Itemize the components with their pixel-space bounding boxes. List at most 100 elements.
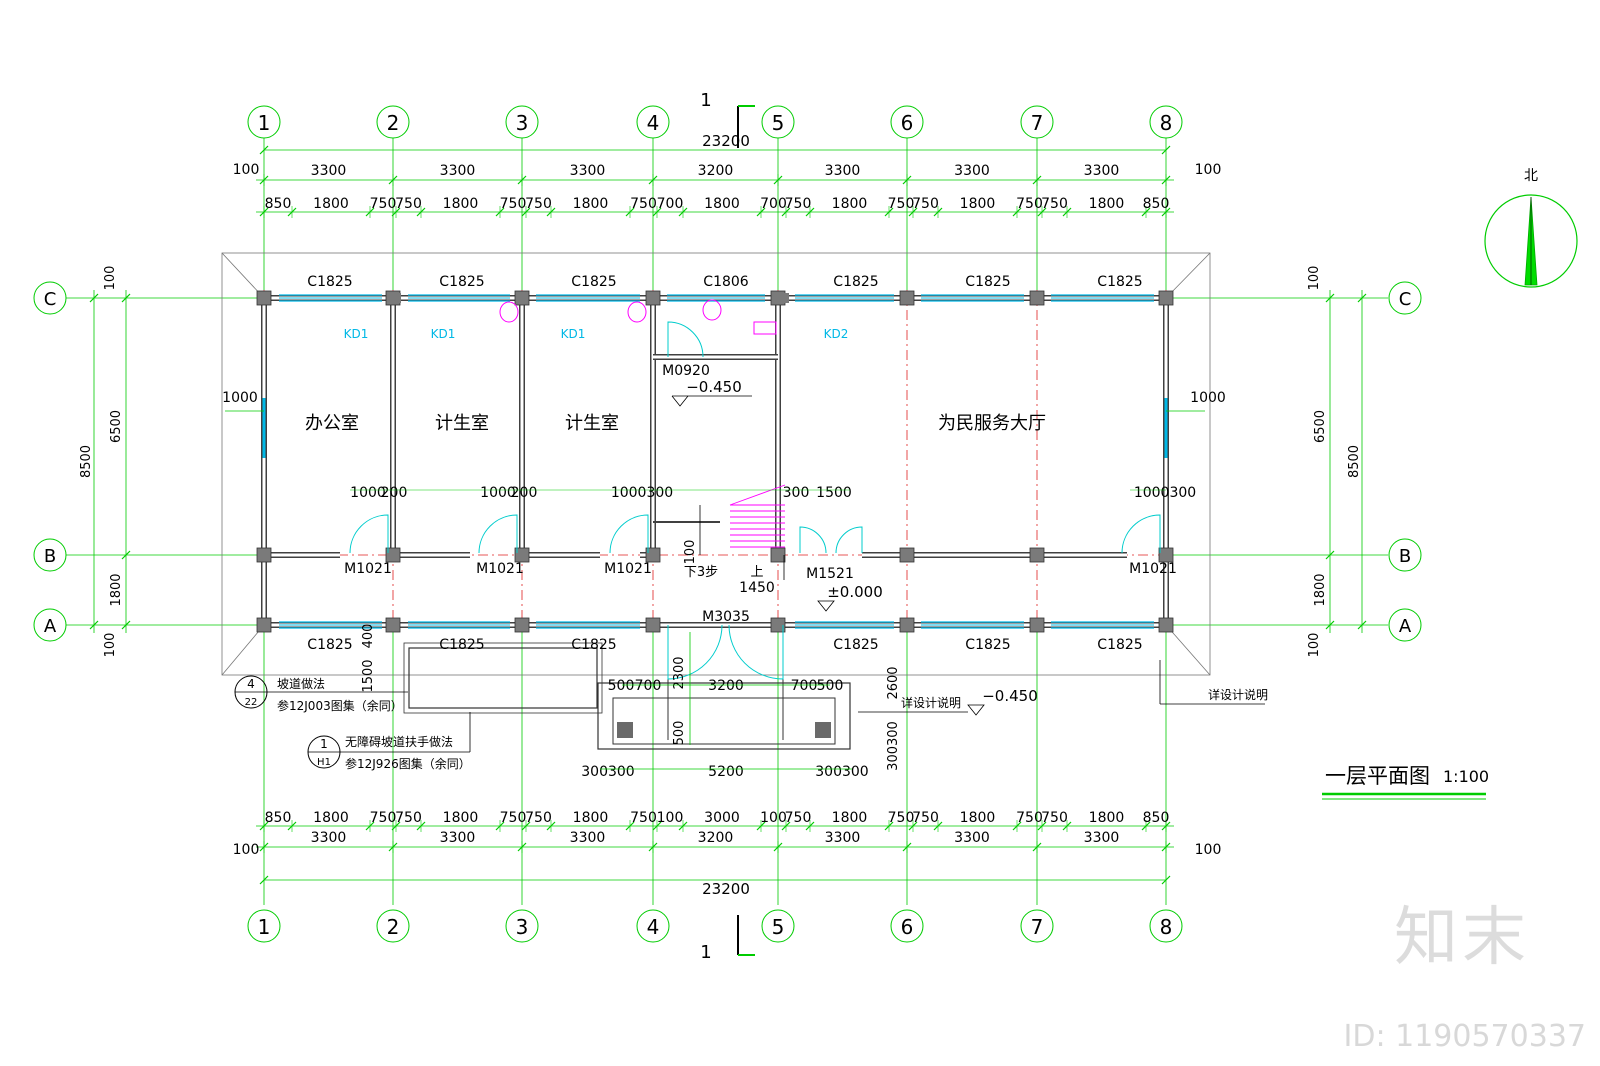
misc-dim-2: 3200 xyxy=(708,678,744,694)
column xyxy=(514,547,530,563)
column xyxy=(514,290,530,306)
window-label-bottom-1: C1825 xyxy=(307,637,352,653)
grid-bubble-text-3-top: 3 xyxy=(516,111,529,135)
grid-bubble-row xyxy=(1388,538,1422,572)
grid-bubble-text-8-bottom: 8 xyxy=(1160,915,1173,939)
sub-dim-bottom-text: 750 xyxy=(888,810,915,826)
right-bay-dim-text: 6500 xyxy=(1313,410,1328,443)
window-label-bottom-4: C1825 xyxy=(833,637,878,653)
misc-dim-4: 500 xyxy=(817,678,844,694)
door-m3035-b xyxy=(728,624,784,680)
grid-bubble-col xyxy=(1149,909,1183,943)
door-m1521-a xyxy=(799,526,827,554)
window-label-top-7: C1825 xyxy=(1097,274,1142,290)
window-label-top-2: C1825 xyxy=(439,274,484,290)
grid-bubble-text-B-right: B xyxy=(1399,546,1411,567)
grid-bubble-col xyxy=(636,909,670,943)
level-triangle xyxy=(967,704,985,716)
level-exterior: −0.450 xyxy=(982,687,1038,705)
column xyxy=(385,547,401,563)
sub-dim-top-text: 750 xyxy=(888,196,915,212)
column xyxy=(256,547,272,563)
misc-vdim-0: 2300 xyxy=(672,656,687,689)
overall-dim-text-top: 23200 xyxy=(702,132,750,150)
grid-bubble-row xyxy=(1388,281,1422,315)
grid-bubble-row xyxy=(33,608,67,642)
grid-bubble-row xyxy=(33,281,67,315)
sub-dim-top-text: 750 xyxy=(630,196,657,212)
sub-dim-top-text: 850 xyxy=(1143,196,1170,212)
misc-vdim-1: 500 xyxy=(672,721,687,746)
grid-bubble-col xyxy=(1020,105,1054,139)
column xyxy=(770,547,786,563)
left-edge-top-text: 100 xyxy=(103,266,118,291)
edge-dim-bottom-left: 100 xyxy=(233,842,260,858)
grid-bubble-text-4-top: 4 xyxy=(647,111,660,135)
sub-dim-bottom-text: 750 xyxy=(525,810,552,826)
column xyxy=(899,617,915,633)
sub-dim-top-text: 750 xyxy=(370,196,397,212)
ramp-rail xyxy=(403,642,603,714)
column xyxy=(256,617,272,633)
sub-dim-top-text: 750 xyxy=(525,196,552,212)
misc-dim-18: 1450 xyxy=(739,580,775,596)
grid-bubble-text-3-bottom: 3 xyxy=(516,915,529,939)
sub-dim-bottom-text: 1800 xyxy=(960,810,996,826)
watermark-id: ID: 1190570337 xyxy=(1343,1019,1586,1054)
overall-dim-tick xyxy=(259,145,269,155)
grid-bubble-text-5-top: 5 xyxy=(772,111,785,135)
bay-dim-top-text: 3300 xyxy=(1084,163,1120,179)
overall-dim-tick xyxy=(259,875,269,885)
door-m1021-3 xyxy=(609,514,649,554)
edge-dim-bottom-right: 100 xyxy=(1195,842,1222,858)
bay-dim-top-text: 3300 xyxy=(825,163,861,179)
column xyxy=(645,547,661,563)
right-total-dim-tick xyxy=(1357,293,1367,303)
sub-dim-top-text: 1800 xyxy=(960,196,996,212)
eave-corner xyxy=(221,252,265,299)
doors xyxy=(349,299,1161,680)
grid-bubble-col xyxy=(1020,909,1054,943)
detail-note-1: 详设计说明 xyxy=(901,695,961,710)
misc-dim-13: 300 xyxy=(783,485,810,501)
sink-fixture xyxy=(499,301,519,323)
sub-dim-bottom-text: 750 xyxy=(912,810,939,826)
overall-dim-tick xyxy=(1161,875,1171,885)
ramp-detail-num: 4 xyxy=(247,677,255,691)
edge-dim-top-left: 100 xyxy=(233,162,260,178)
sub-dim-top-text: 1800 xyxy=(443,196,479,212)
column xyxy=(899,547,915,563)
left-bay-dim-text: 6500 xyxy=(109,410,124,443)
door-label-4: M1521 xyxy=(806,566,854,582)
ramp-outline xyxy=(408,647,598,709)
eave-corner xyxy=(221,624,265,676)
door-m3035-a xyxy=(667,624,723,680)
grid-bubble-col xyxy=(505,909,539,943)
sub-dim-top-text: 700 xyxy=(760,196,787,212)
left-bay-dim-tick xyxy=(121,620,131,630)
grid-bubble-col xyxy=(890,105,924,139)
column xyxy=(770,617,786,633)
watermark-logo: 知末 xyxy=(1394,901,1530,975)
window-label-bottom-5: C1825 xyxy=(965,637,1010,653)
misc-dim-16: 1000 xyxy=(222,390,258,406)
column-small xyxy=(391,293,401,303)
north-arrow: 北 xyxy=(1484,168,1578,288)
sub-dim-bottom-text: 1800 xyxy=(1089,810,1125,826)
grid-bubble-col xyxy=(376,909,410,943)
left-total-dim-tick xyxy=(89,620,99,630)
left-bay-dim-tick xyxy=(121,550,131,560)
stair-break xyxy=(729,484,786,506)
roof-outline xyxy=(221,252,1211,676)
ramp-detail-title: 坡道做法 xyxy=(277,676,325,691)
ramp-detail-sheet: 22 xyxy=(245,697,258,708)
grid-bubble-text-A-right: A xyxy=(1399,616,1412,637)
window-label-top-4: C1806 xyxy=(703,274,748,290)
level-triangle xyxy=(817,600,835,612)
grid-bubble-text-5-bottom: 5 xyxy=(772,915,785,939)
detail-note-2: 详设计说明 xyxy=(1208,687,1268,702)
right-bay-dim-text: 1800 xyxy=(1313,573,1328,606)
door-label-2: M1021 xyxy=(604,561,652,577)
misc-vdim-4: 2600 xyxy=(886,666,901,699)
sub-dim-bottom-text: 750 xyxy=(500,810,527,826)
